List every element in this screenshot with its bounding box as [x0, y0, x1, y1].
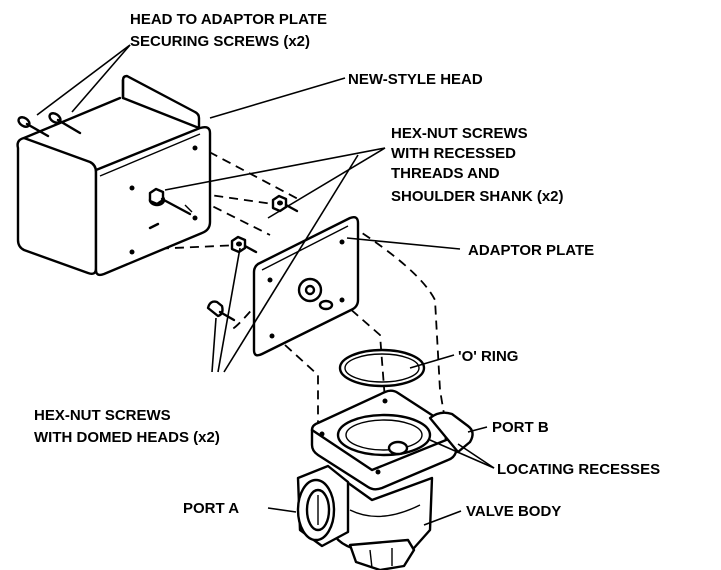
label-o-ring: 'O' RING: [458, 348, 518, 365]
securing-screw-1: [17, 116, 50, 138]
callout-labels: HEAD TO ADAPTOR PLATE SECURING SCREWS (x…: [34, 11, 660, 520]
label-hex-recessed-line4: SHOULDER SHANK (x2): [391, 188, 564, 205]
label-hex-recessed-line2: WITH RECESSED: [391, 145, 516, 162]
label-new-style-head: NEW-STYLE HEAD: [348, 71, 483, 88]
label-valve-body: VALVE BODY: [466, 503, 561, 520]
o-ring: [338, 348, 426, 388]
label-port-a: PORT A: [183, 500, 239, 517]
new-style-head: [16, 74, 212, 277]
label-adaptor-plate: ADAPTOR PLATE: [468, 242, 594, 259]
label-head-screws-line2: SECURING SCREWS (x2): [130, 33, 310, 50]
label-hex-recessed-line1: HEX-NUT SCREWS: [391, 125, 528, 142]
label-hex-recessed-line3: THREADS AND: [391, 165, 500, 182]
label-locating-recesses: LOCATING RECESSES: [497, 461, 660, 478]
hex-domed-screws: [206, 300, 236, 322]
label-hex-domed-line2: WITH DOMED HEADS (x2): [34, 429, 220, 446]
domed-screw-1: [206, 300, 236, 322]
recessed-screw-3: [148, 187, 192, 216]
head-securing-screws: [17, 112, 82, 138]
leader-lines: [36, 44, 495, 526]
label-port-b: PORT B: [492, 419, 549, 436]
label-head-screws-line1: HEAD TO ADAPTOR PLATE: [130, 11, 327, 28]
adaptor-plate: [252, 215, 360, 357]
valve-body: [296, 389, 474, 570]
label-hex-domed-line1: HEX-NUT SCREWS: [34, 407, 171, 424]
recessed-screw-2: [230, 235, 258, 254]
